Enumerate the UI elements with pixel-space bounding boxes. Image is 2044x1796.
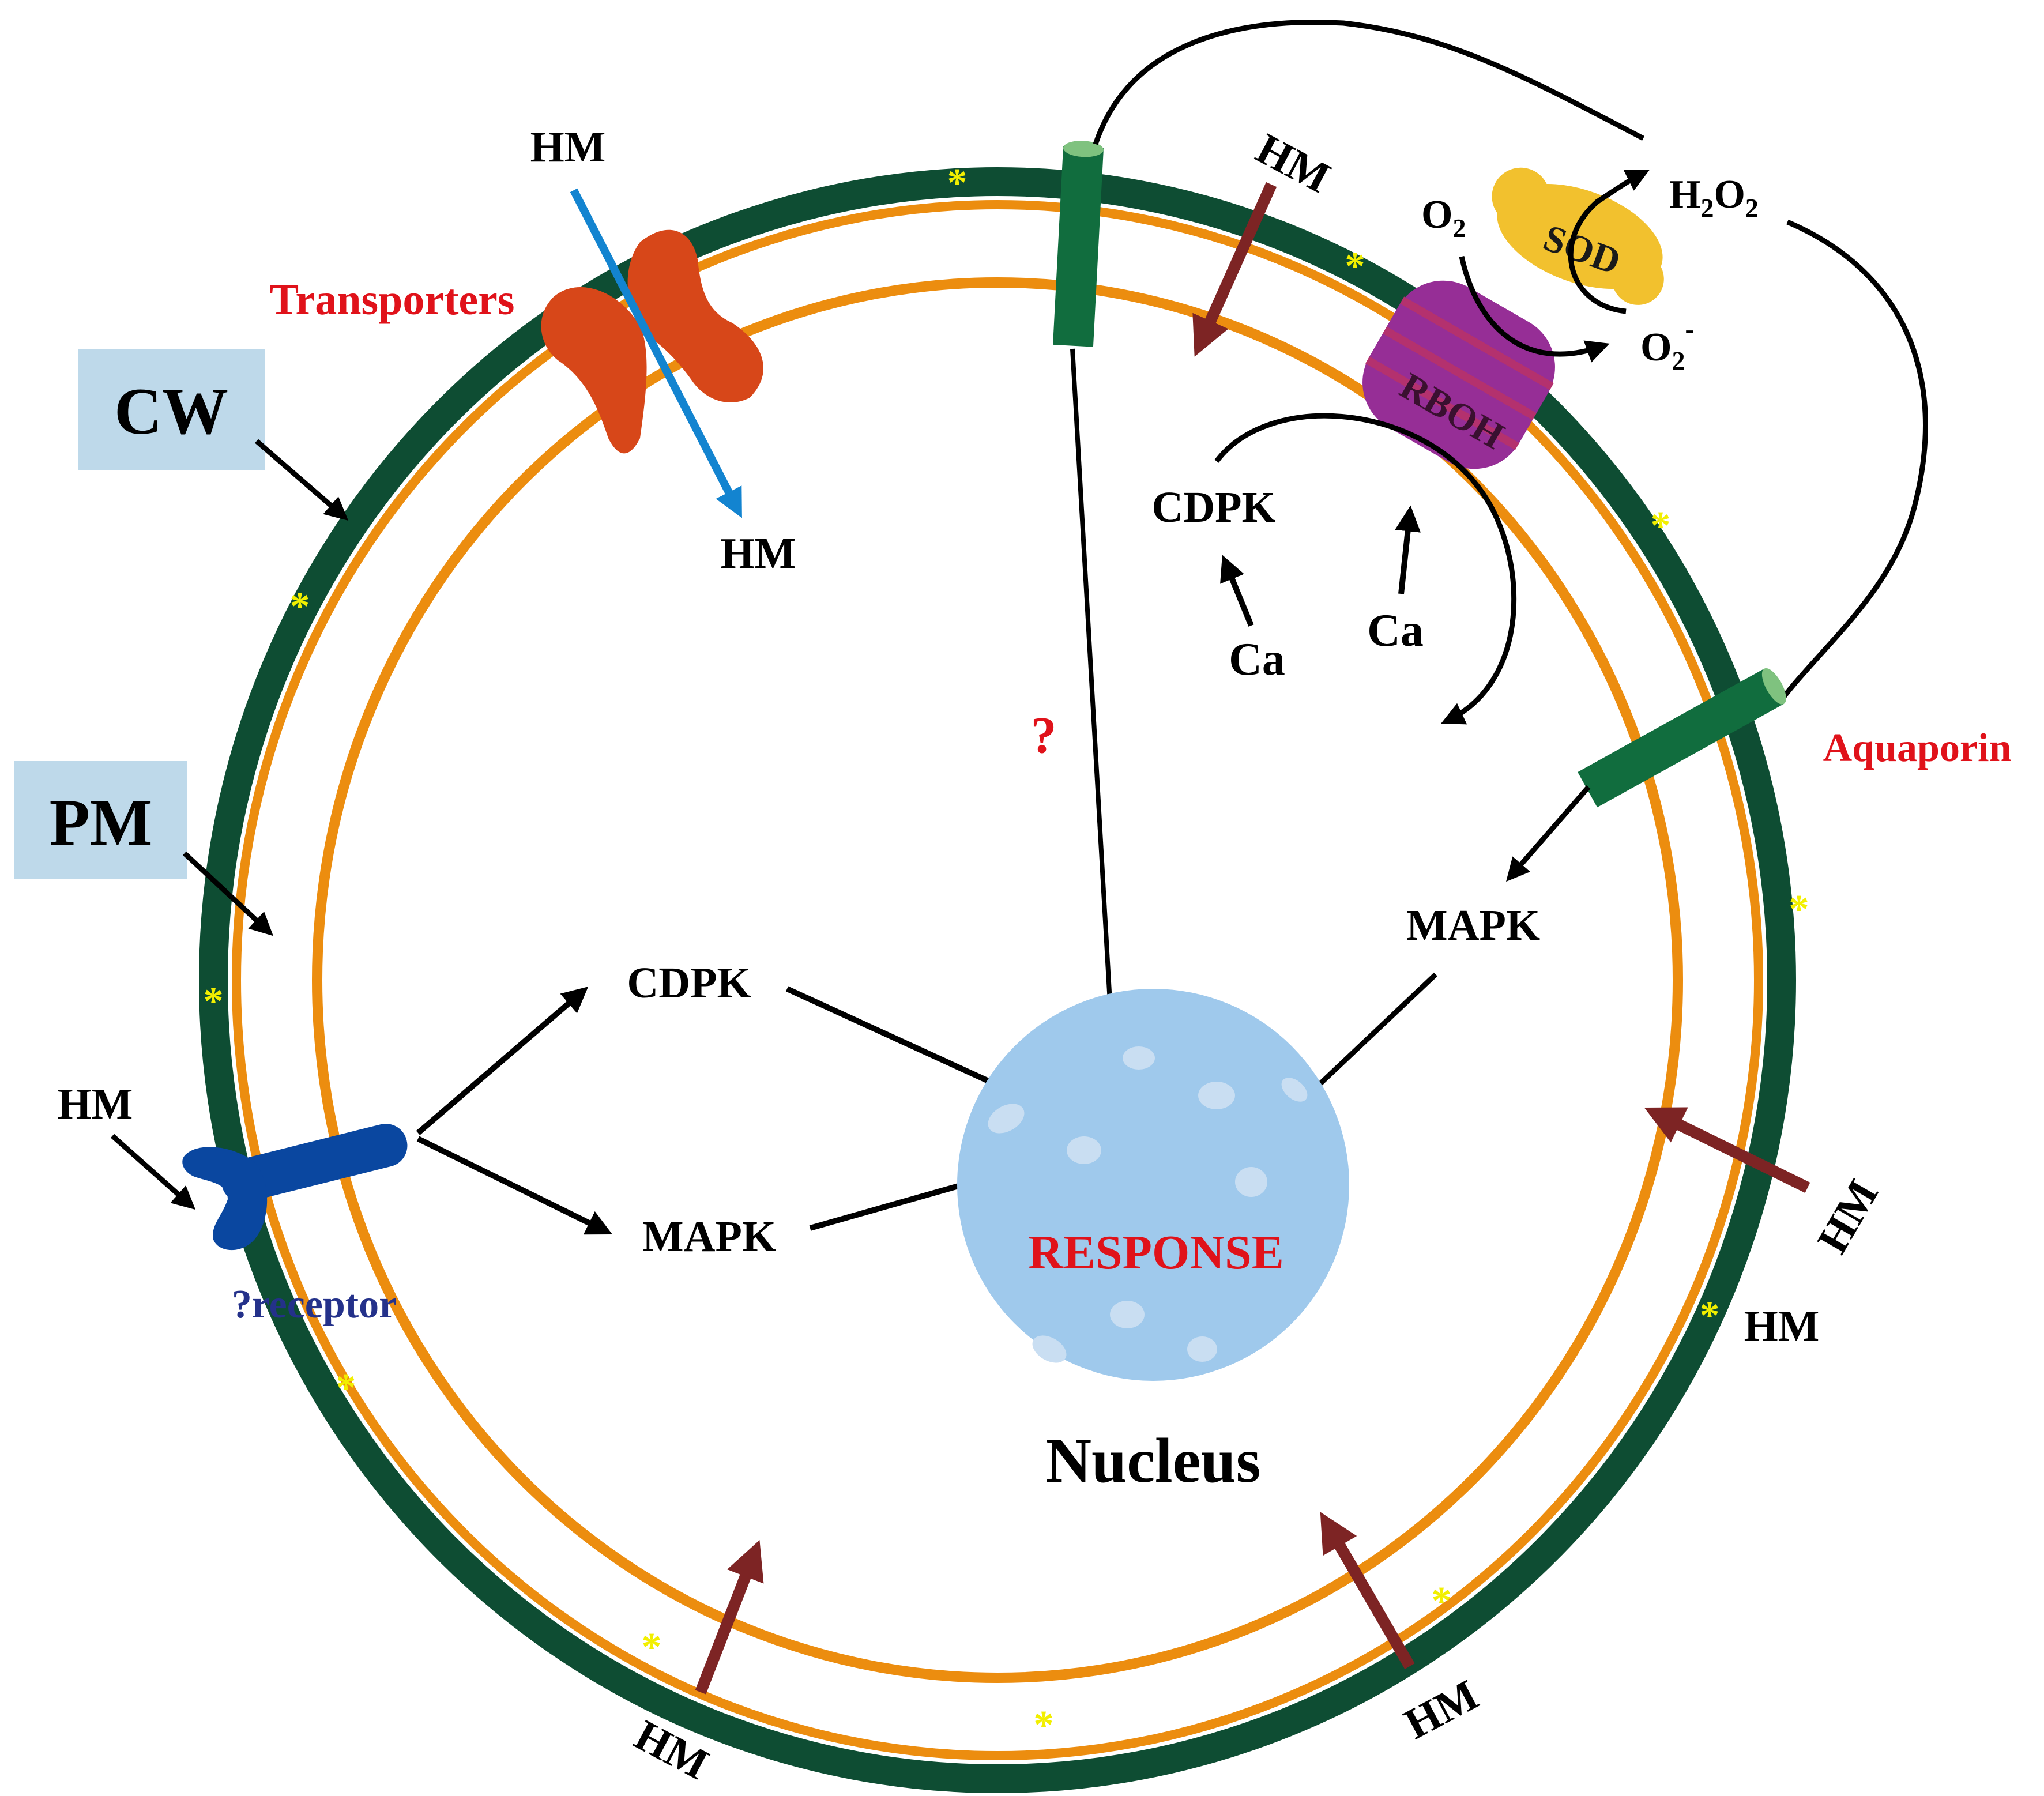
star-icon: * (1034, 1703, 1054, 1748)
aquaporin-label: Aquaporin (1823, 726, 2012, 770)
receptor-to-cdpk-arrow (416, 987, 589, 1135)
h2o2-to-aquaporin-curve (1776, 219, 1928, 705)
ca-to-cdpk-arrow (1220, 555, 1254, 627)
unknown-pathway-question: ? (1031, 707, 1057, 764)
hm-left-label: HM (58, 1080, 133, 1128)
top-channel-icon (1053, 141, 1104, 347)
h2o2-to-channel-curve (1093, 20, 1645, 145)
mapk-mid-label: MAPK (642, 1213, 776, 1261)
pm-label-box (14, 761, 187, 879)
cdpk-mid-label: CDPK (627, 959, 751, 1007)
cdpk-top-label: CDPK (1151, 483, 1275, 532)
ca-left-label: Ca (1229, 634, 1285, 685)
hm-top-label: HM (530, 123, 606, 171)
hm-right-rotated-label: HM (1808, 1172, 1888, 1261)
cw-label: CW (114, 375, 228, 448)
hm-bottom-right-label: HM (1397, 1670, 1486, 1749)
receptor-icon (182, 1124, 408, 1251)
hm-top-right-arrow (1192, 182, 1277, 357)
hm-transported-label: HM (721, 529, 796, 578)
cell-wall-star-icons: * * * * * * * * * * * (204, 161, 1809, 1748)
ca-to-rboh-arrow (1395, 505, 1421, 594)
aquaporin-icon (1578, 668, 1786, 808)
star-icon: * (1345, 244, 1365, 289)
plasma-membrane-ring (312, 277, 1683, 1683)
star-icon: * (1651, 504, 1671, 548)
receptor-to-mapk-arrow (416, 1136, 613, 1235)
star-icon: * (1789, 887, 1809, 932)
star-icon: * (1700, 1294, 1720, 1338)
nucleus-label: Nucleus (1046, 1425, 1261, 1496)
cw-label-box (78, 349, 265, 470)
response-label: RESPONSE (1028, 1226, 1283, 1279)
cdpk-to-nucleus-arrow (785, 986, 1034, 1103)
aquaporin-to-mapk-arrow (1506, 785, 1591, 882)
mapk-right-label: MAPK (1406, 901, 1540, 950)
pm-pointer-arrow (182, 851, 273, 936)
star-icon: * (947, 161, 968, 205)
cell-wall-inner-orange-line (232, 200, 1763, 1760)
transporter-icon (541, 229, 763, 454)
star-icon: * (290, 585, 310, 629)
hm-bottom-right-entry-arrow (1320, 1512, 1415, 1670)
h2o2-label: H2O2 (1669, 172, 1759, 223)
receptor-label: ?receptor (232, 1282, 397, 1327)
hm-top-right-label: HM (1248, 124, 1338, 202)
hm-left-to-receptor-arrow (111, 1134, 196, 1210)
o2-label: O2 (1421, 193, 1466, 243)
transporters-label: Transporters (270, 276, 515, 324)
hm-bottom-left-entry-arrow (695, 1539, 764, 1695)
star-icon: * (1432, 1579, 1452, 1624)
cw-pointer-arrow (255, 439, 349, 521)
rboh-icon (1362, 280, 1555, 469)
superoxide-to-h2o2-arrow (1568, 170, 1650, 314)
channel-to-nucleus-arrow (1070, 348, 1123, 1059)
hm-uptake-arrow (570, 188, 742, 518)
pm-label: PM (50, 786, 153, 859)
superoxide-label: O2- (1640, 314, 1694, 375)
cdpk-activates-rboh-curve (1214, 413, 1517, 725)
star-icon: * (336, 1366, 356, 1410)
sod-icon (1492, 167, 1664, 305)
cell-wall-ring (199, 167, 1796, 1793)
nucleus-icon (957, 989, 1349, 1381)
o2-to-superoxide-arrow (1459, 256, 1610, 363)
hm-right-entry-arrow (1644, 1107, 1810, 1193)
hm-right-label: HM (1744, 1302, 1820, 1350)
star-icon: * (642, 1625, 662, 1670)
star-icon: * (204, 980, 224, 1024)
ca-right-label: Ca (1367, 605, 1424, 656)
